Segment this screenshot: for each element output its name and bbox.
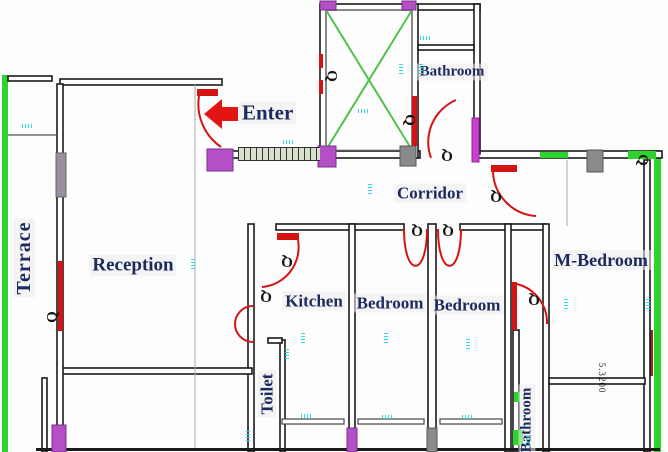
dimension-mark xyxy=(420,36,431,40)
door-arc-bedroom1 xyxy=(403,228,428,267)
door-leaf-corridor xyxy=(491,165,517,172)
green-mark-1 xyxy=(514,392,520,402)
door-leaf-kitchen xyxy=(277,233,299,240)
dimension-mark xyxy=(419,63,423,74)
door-arc-toilet xyxy=(234,305,254,343)
window-green-1 xyxy=(540,152,568,158)
window-green-2 xyxy=(628,151,656,159)
wall-kitchen-right xyxy=(348,223,356,452)
wall-corridor-a xyxy=(275,223,405,231)
wall-bedroom2-right xyxy=(504,223,512,452)
label-terrace: Terrace xyxy=(13,218,35,298)
label-corridor: Corridor xyxy=(393,183,467,203)
door-terrace xyxy=(58,261,63,331)
wall-top-left-b xyxy=(59,78,223,86)
label-reception: Reception xyxy=(89,254,177,276)
column-shaft-br xyxy=(399,145,417,167)
column-terrace xyxy=(55,152,67,198)
door-tag-mbedroom: Q xyxy=(528,291,540,308)
green-mark-2 xyxy=(513,430,523,445)
label-m-bedroom: M-Bedroom xyxy=(551,250,651,270)
door-jamb-mbedroom xyxy=(512,282,517,330)
label-enter: Enter xyxy=(239,101,297,125)
door-arc-kitchen xyxy=(261,239,300,288)
door-tag-corridor: Q xyxy=(490,188,502,205)
dimension-mark xyxy=(564,298,568,309)
wall-corridor-b xyxy=(459,223,547,231)
wall-bathroom-inner xyxy=(417,44,475,51)
label-kitchen: Kitchen xyxy=(282,291,346,311)
dimension-mark xyxy=(22,124,33,128)
dimension-mark xyxy=(368,183,372,194)
door-jamb-shaft-3 xyxy=(412,96,417,146)
column-top-right xyxy=(586,149,604,173)
wall-toilet-top xyxy=(267,337,283,344)
door-arc-bathroom-top xyxy=(427,99,457,159)
door-tag-top-right: Q xyxy=(634,154,651,166)
wall-reception-bottom xyxy=(59,367,253,375)
wall-bedroom-divider xyxy=(427,223,437,452)
jamb-bathroom-door xyxy=(471,117,480,163)
wall-top-left-a xyxy=(7,75,53,82)
column-sill-1 xyxy=(346,427,358,452)
shaft-cross-2 xyxy=(325,9,413,151)
wall-kitchen-left xyxy=(247,223,255,452)
dimension-mark xyxy=(526,435,530,446)
column-entrance-left xyxy=(206,148,234,172)
door-tag-shaft-right: Q xyxy=(401,114,418,126)
green-line-right xyxy=(654,150,661,452)
dimension-mark xyxy=(382,415,393,419)
enter-arrow-icon xyxy=(204,99,238,129)
column-sill-2 xyxy=(426,427,438,452)
door-tag-bathroom-top: Q xyxy=(441,147,453,164)
label-toilet: Toilet xyxy=(257,370,277,418)
door-jamb-shaft-2 xyxy=(319,80,323,94)
dimension-mark xyxy=(246,430,250,441)
dimension-mark xyxy=(466,338,470,349)
dimension-mark xyxy=(462,415,473,419)
door-arc-enter xyxy=(197,95,222,148)
wall-mbedroom-left xyxy=(542,223,550,452)
dimension-mark xyxy=(285,348,289,359)
dimension-mark xyxy=(283,140,294,144)
column-shaft-tl xyxy=(319,0,337,11)
column-shaft-bl xyxy=(317,145,337,168)
dimension-mark xyxy=(301,414,312,418)
wall-bottom-left xyxy=(41,377,48,452)
door-arc-corridor xyxy=(492,171,537,217)
door-tag-toilet: Q xyxy=(260,288,272,305)
dimension-mark xyxy=(191,258,195,269)
label-bedroom-left: Bedroom xyxy=(353,293,427,313)
door-tag-kitchen: Q xyxy=(281,253,293,270)
door-tag-shaft-left: Q xyxy=(323,70,340,82)
dimension-mark xyxy=(399,63,403,74)
dimension-mark xyxy=(646,298,650,309)
door-arc-mbedroom xyxy=(516,283,549,325)
label-bathroom-top: Bathroom xyxy=(416,63,488,81)
column-shaft-tr xyxy=(401,0,417,11)
door-tag-bedroom2: Q xyxy=(442,222,454,239)
dimension-mark xyxy=(301,332,305,343)
door-tag-bedroom1: Q xyxy=(411,222,423,239)
door-tag-terrace: Q xyxy=(44,311,61,323)
door-arc-bedroom2 xyxy=(437,228,462,267)
wall-shaft-top xyxy=(319,3,481,11)
shaft-inner-line xyxy=(325,9,413,151)
dimension-mark xyxy=(358,109,369,113)
window-sill-bedroom2 xyxy=(439,418,503,425)
door-jamb-shaft-1 xyxy=(319,54,323,68)
label-bedroom-right: Bedroom xyxy=(430,295,504,315)
wall-mbedroom-bottom xyxy=(548,377,646,385)
dimension-mark xyxy=(384,332,388,343)
right-wall-accent xyxy=(650,330,653,376)
dimension-mbedroom-depth: 5.3200 xyxy=(597,362,607,394)
window-sill-bedroom1 xyxy=(357,418,425,425)
door-leaf-enter xyxy=(197,89,218,96)
terrace-green-line-left xyxy=(2,75,8,452)
column-bottom-left xyxy=(51,424,67,452)
window-hatch-entrance xyxy=(238,147,320,161)
window-sill-kitchen xyxy=(281,418,345,425)
